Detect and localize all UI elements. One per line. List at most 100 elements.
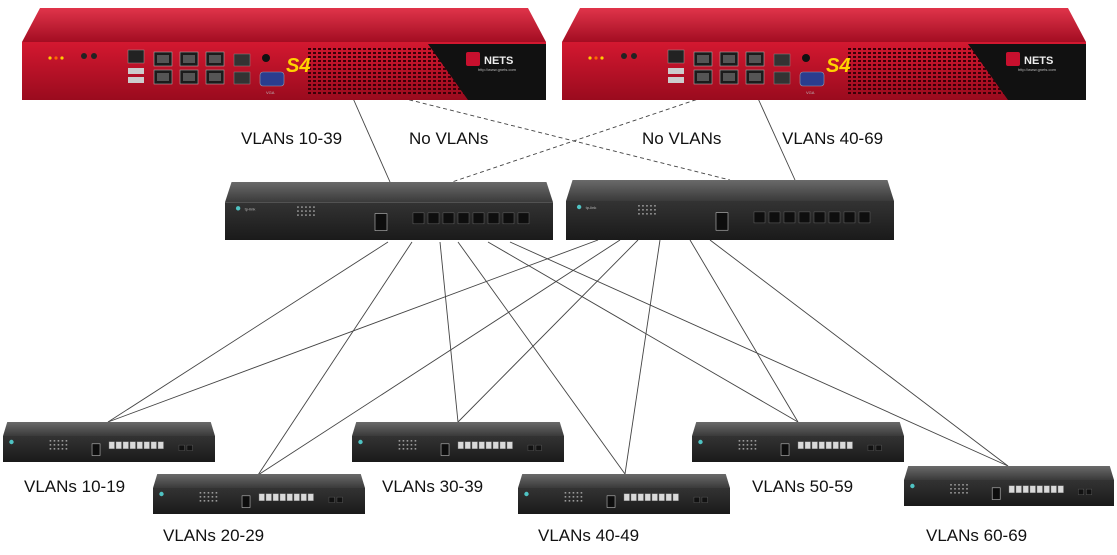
brand-logo-icon [1006, 52, 1020, 66]
sfp-port [867, 444, 874, 451]
status-led [57, 440, 60, 442]
status-led [746, 440, 749, 442]
status-led [738, 444, 741, 446]
sfp-port [186, 444, 193, 451]
switch-port [783, 211, 796, 224]
status-led [49, 444, 52, 446]
status-led [950, 484, 952, 486]
status-led [48, 56, 52, 60]
link-labels: VLANs 10-39 No VLANs No VLANs VLANs 40-6… [24, 129, 1027, 545]
tp-link-logo-icon [9, 439, 14, 445]
status-led [576, 500, 579, 502]
status-led [65, 440, 68, 442]
switch-port [1043, 485, 1050, 493]
tp-link-logo-icon [698, 439, 703, 445]
power-button [621, 53, 627, 59]
status-led [950, 488, 952, 490]
switch-top-face [904, 466, 1114, 480]
status-led [203, 492, 206, 494]
status-led [958, 492, 960, 494]
status-led [738, 448, 741, 450]
link-core1-access6 [509, 241, 1009, 467]
status-led [402, 444, 405, 446]
status-led [750, 448, 753, 450]
status-led [65, 448, 68, 450]
switch-port [150, 441, 157, 449]
router-url: http://www.gnets.com [478, 67, 517, 72]
switch-port [1036, 485, 1043, 493]
status-led [654, 205, 656, 207]
status-led [398, 448, 401, 450]
console-port [374, 213, 388, 231]
switch-port [293, 493, 300, 501]
access-switch-label: VLANs 60-69 [926, 526, 1027, 545]
port-socket [749, 55, 761, 63]
status-led [646, 205, 648, 207]
sfp-port [701, 496, 708, 503]
tp-link-logo-icon [576, 204, 582, 210]
switch-port [478, 441, 485, 449]
switch-port [828, 211, 841, 224]
link-core1-access3 [439, 241, 459, 423]
brand-logo-icon [466, 52, 480, 66]
switch-port [499, 441, 506, 449]
status-led [305, 206, 307, 208]
status-led [301, 206, 303, 208]
switch-port [768, 211, 781, 224]
status-led [53, 448, 56, 450]
switch-port [412, 212, 425, 225]
router-logo-panel [428, 44, 546, 100]
status-led [215, 496, 218, 498]
status-led [313, 214, 315, 216]
status-led [211, 500, 214, 502]
tp-link-logo-icon [358, 439, 363, 445]
switch-port [644, 493, 651, 501]
switch-top-face [3, 422, 215, 436]
router-brand: NETS [484, 55, 513, 67]
status-led [568, 500, 571, 502]
status-led [313, 206, 315, 208]
switch-port [272, 493, 279, 501]
status-led [199, 492, 202, 494]
access-switch-label: VLANs 30-39 [382, 477, 483, 496]
access-switch [3, 422, 215, 462]
access-switch [153, 474, 365, 514]
vga-port [259, 71, 285, 87]
status-led [588, 56, 592, 60]
switch-port [658, 493, 665, 501]
switch-top-face [566, 180, 894, 201]
switch-brand: tp-link [245, 206, 256, 211]
switch-port [818, 441, 825, 449]
port-socket [697, 73, 709, 81]
switch-top-face [225, 182, 553, 203]
status-led [305, 210, 307, 212]
status-led [958, 484, 960, 486]
router-top-face [22, 8, 546, 42]
access-switch [352, 422, 564, 462]
switch-port [472, 212, 485, 225]
switch-port [487, 212, 500, 225]
port-socket [209, 55, 221, 63]
usb-port [128, 77, 144, 83]
switch-port [804, 441, 811, 449]
switch-top-face [153, 474, 365, 488]
status-led [414, 440, 417, 442]
tp-link-logo-icon [159, 491, 164, 497]
link-core2-access1 [107, 239, 599, 423]
switch-top-face [518, 474, 730, 488]
status-led [646, 209, 648, 211]
sfp-port [178, 444, 185, 451]
switch-port [1057, 485, 1064, 493]
status-led [402, 448, 405, 450]
link-core2-access4 [624, 239, 661, 475]
status-led [564, 492, 567, 494]
core-switch: tp-link [225, 182, 553, 240]
switch-port [485, 441, 492, 449]
router-model-mark: S4 [286, 55, 310, 77]
switch-port [843, 211, 856, 224]
status-led [199, 496, 202, 498]
switch-port [442, 212, 455, 225]
tp-link-logo-icon [235, 206, 241, 211]
switch-port [471, 441, 478, 449]
sfp-port [1086, 488, 1093, 495]
